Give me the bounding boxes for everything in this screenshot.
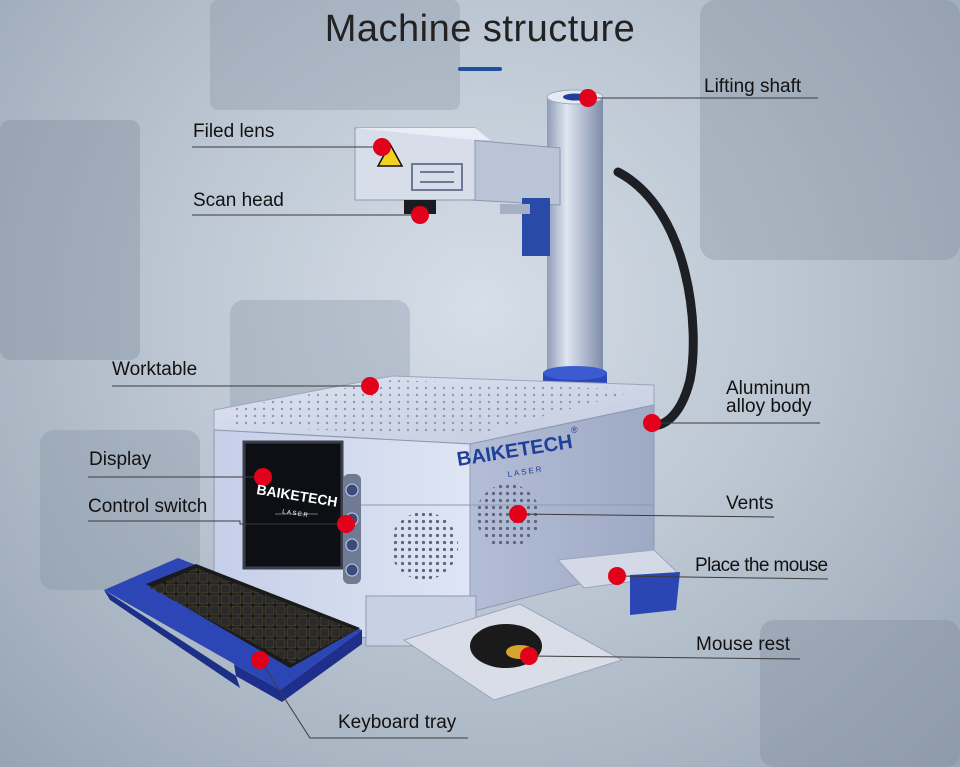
marker-control-switch	[337, 515, 355, 533]
mouse-rest-graphic	[402, 603, 624, 701]
brand-registered-body: ®	[571, 425, 578, 435]
marker-place-mouse	[608, 567, 626, 585]
vents-graphic	[390, 484, 540, 580]
label-lifting-shaft: Lifting shaft	[704, 76, 802, 97]
label-aluminum-body-line2: alloy body	[726, 396, 812, 417]
label-scan-head: Scan head	[193, 190, 284, 211]
label-keyboard-tray: Keyboard tray	[338, 712, 457, 733]
lifting-shaft-column	[543, 89, 607, 402]
label-worktable: Worktable	[112, 359, 198, 380]
marker-mouse-rest	[520, 647, 538, 665]
label-control-switch: Control switch	[88, 496, 208, 517]
marker-display	[254, 468, 272, 486]
display-screen	[242, 440, 344, 570]
label-aluminum-body-line1: Aluminum	[726, 378, 811, 399]
callout-line-keyboard-tray	[259, 659, 468, 739]
keyboard-tray-graphic	[104, 558, 362, 702]
marker-worktable	[361, 377, 379, 395]
power-cable	[613, 167, 698, 431]
callout-line-control-switch	[88, 520, 346, 525]
scan-head-assembly	[354, 127, 561, 256]
machine-body	[213, 375, 655, 651]
marker-aluminum-body	[643, 414, 661, 432]
label-vents: Vents	[726, 493, 774, 514]
callout-line-mouse-rest	[528, 655, 801, 660]
brand-tagline-screen: LASER	[282, 509, 310, 519]
markers	[251, 89, 661, 669]
label-display: Display	[89, 449, 152, 470]
marker-vents	[509, 505, 527, 523]
label-place-mouse: Place the mouse	[695, 555, 828, 576]
marker-filed-lens	[373, 138, 391, 156]
callout-lines	[88, 97, 829, 739]
label-mouse-rest: Mouse rest	[696, 634, 790, 655]
marker-scan-head	[411, 206, 429, 224]
label-filed-lens: Filed lens	[193, 121, 275, 142]
callout-line-place-mouse	[616, 575, 829, 580]
title-underline	[458, 67, 502, 71]
callout-line-vents	[517, 513, 775, 518]
page-title: Machine structure	[324, 8, 636, 50]
marker-lifting-shaft	[579, 89, 597, 107]
marker-keyboard-tray	[251, 651, 269, 669]
